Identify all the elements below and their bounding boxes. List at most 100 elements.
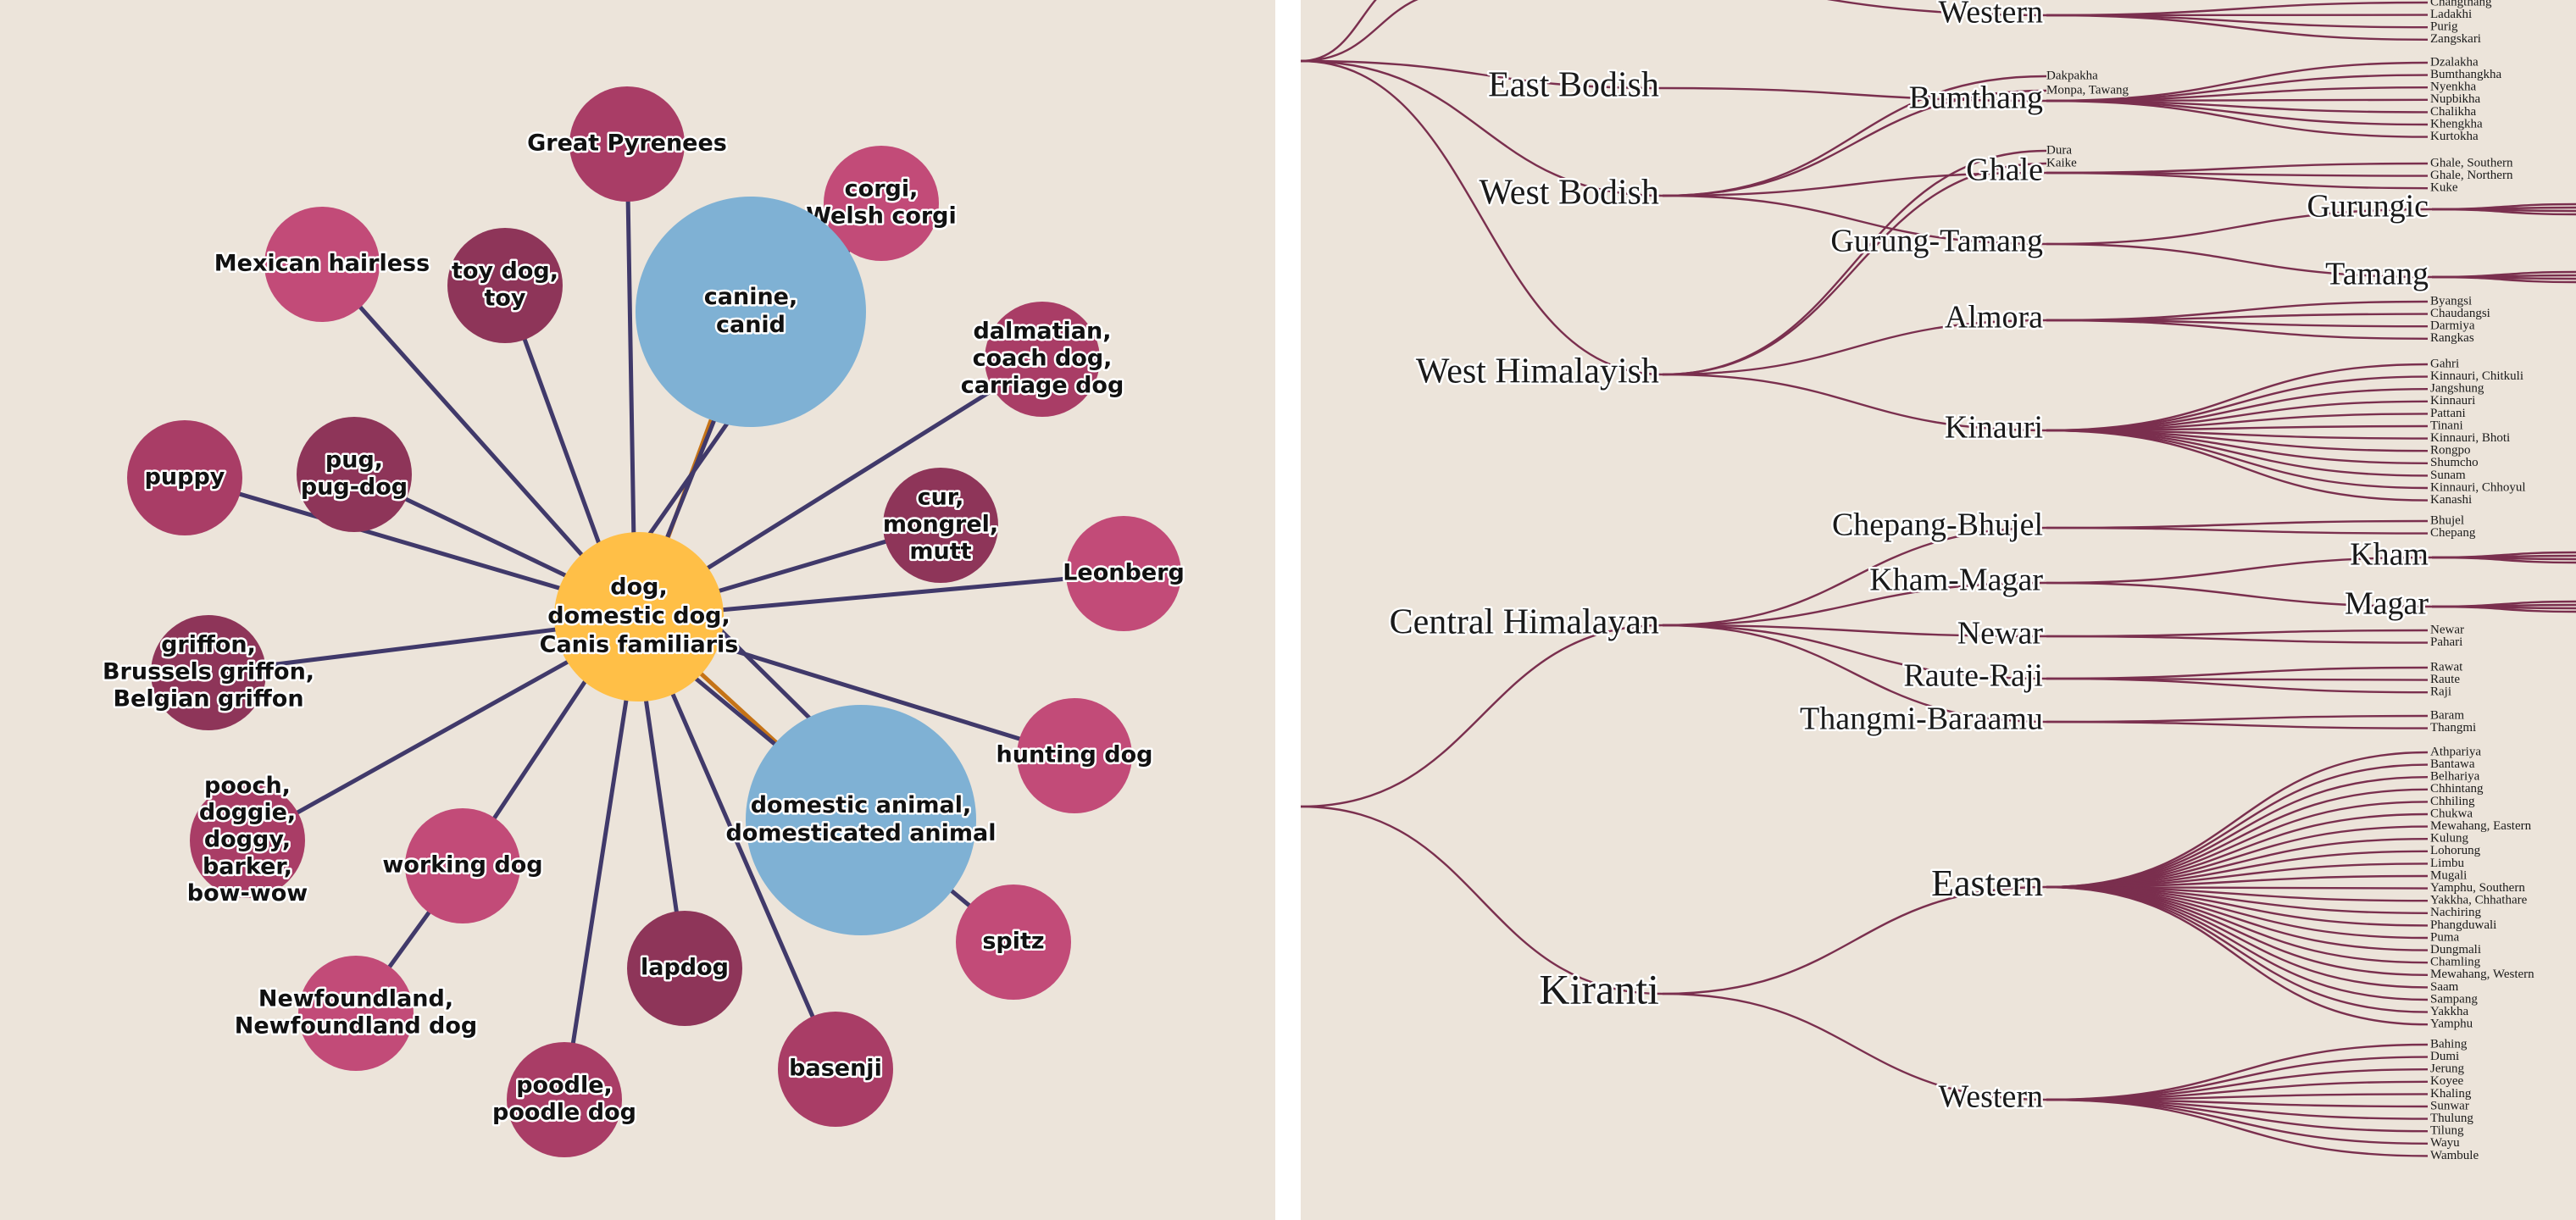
- tree-leaf-kinnauri-chitkuli[interactable]: Kinnauri, Chitkuli: [2429, 369, 2525, 385]
- tree-leaf-chaudangsi[interactable]: Chaudangsi: [2429, 306, 2492, 322]
- tree-node-newar[interactable]: Newar: [1955, 613, 2046, 653]
- hyponym-node-corgi-welsh-corgi[interactable]: corgi,Welsh corgi: [804, 146, 958, 261]
- tree-leaf-jangshung[interactable]: Jangshung: [2429, 380, 2486, 396]
- hyponym-node-great-pyrenees[interactable]: Great Pyrenees: [525, 86, 729, 202]
- tree-leaf-ladakhi[interactable]: Ladakhi: [2429, 7, 2473, 23]
- tree-leaf-ghale-southern[interactable]: Ghale, Southern: [2429, 155, 2515, 171]
- tree-leaf-purig[interactable]: Purig: [2429, 19, 2460, 35]
- tree-leaf-thangmi[interactable]: Thangmi: [2429, 720, 2478, 736]
- tree-leaf-raji[interactable]: Raji: [2429, 684, 2453, 700]
- hyponym-node-dalmatian-coach-dog-carriage-dog[interactable]: dalmatian,coach dog,carriage dog: [958, 302, 1126, 417]
- tree-leaf-changthang[interactable]: Changthang: [2429, 0, 2494, 10]
- tree-leaf-thulung[interactable]: Thulung: [2429, 1111, 2475, 1127]
- tree-leaf-dumi[interactable]: Dumi: [2429, 1049, 2461, 1065]
- tree-node-western[interactable]: Western: [1936, 0, 2046, 32]
- tree-leaf-pattani[interactable]: Pattani: [2429, 405, 2468, 421]
- tree-leaf-gahri[interactable]: Gahri: [2429, 356, 2461, 372]
- tree-leaf-kinnauri-bhoti[interactable]: Kinnauri, Bhoti: [2429, 430, 2512, 446]
- hyponym-node-spitz[interactable]: spitz: [956, 884, 1071, 1000]
- tree-node-east-bodish[interactable]: East Bodish: [1486, 64, 1662, 107]
- tree-node-magar[interactable]: Magar: [2342, 584, 2431, 624]
- tree-leaf-chhiling[interactable]: Chhiling: [2429, 793, 2477, 809]
- tree-leaf-kanashi[interactable]: Kanashi: [2429, 492, 2473, 508]
- tree-node-thangmi-baraamu[interactable]: Thangmi-Baraamu: [1797, 699, 2045, 739]
- tree-leaf-wayu[interactable]: Wayu: [2429, 1135, 2462, 1151]
- hyponym-node-pug-pug-dog[interactable]: pug,pug-dog: [297, 417, 412, 532]
- hyponym-node-cur-mongrel-mutt-circle[interactable]: [883, 468, 998, 583]
- tree-leaf-dzalakha[interactable]: Dzalakha: [2429, 54, 2480, 70]
- hyponym-node-mexican-hairless-circle[interactable]: [264, 207, 380, 322]
- tree-leaf-wambule[interactable]: Wambule: [2429, 1147, 2480, 1163]
- tree-leaf-kuke[interactable]: Kuke: [2429, 180, 2460, 196]
- tree-leaf-shumcho[interactable]: Shumcho: [2429, 455, 2480, 471]
- tree-leaf-kurtokha[interactable]: Kurtokha: [2429, 129, 2480, 145]
- hyponym-node-poodle-poodle-dog-circle[interactable]: [507, 1042, 622, 1157]
- hyponym-node-mexican-hairless[interactable]: Mexican hairless: [212, 207, 432, 322]
- center-node-dog[interactable]: dog,domestic dog,Canis familiaris: [537, 532, 741, 702]
- hyponym-node-basenji[interactable]: basenji: [778, 1012, 893, 1127]
- tree-leaf-koyee[interactable]: Koyee: [2429, 1073, 2465, 1090]
- tree-leaf-kaike[interactable]: Kaike: [2046, 155, 2079, 171]
- tree-leaf-mewahang-western[interactable]: Mewahang, Western: [2429, 967, 2536, 983]
- hyponym-node-working-dog-circle[interactable]: [405, 808, 520, 923]
- tree-node-kiranti[interactable]: Kiranti: [1537, 963, 1662, 1015]
- tree-leaf-chepang[interactable]: Chepang: [2429, 525, 2478, 541]
- hyponym-node-puppy-circle[interactable]: [127, 420, 242, 535]
- tree-leaf-nachiring[interactable]: Nachiring: [2429, 905, 2483, 921]
- tree-node-kham-magar[interactable]: Kham-Magar: [1868, 560, 2046, 600]
- tree-node-ghale[interactable]: Ghale: [1964, 150, 2046, 190]
- tree-leaf-mewahang-eastern[interactable]: Mewahang, Eastern: [2429, 818, 2534, 835]
- tree-leaf-bahing[interactable]: Bahing: [2429, 1036, 2469, 1052]
- tree-leaf-ghale-northern[interactable]: Ghale, Northern: [2429, 168, 2515, 184]
- hyponym-node-pug-pug-dog-circle[interactable]: [297, 417, 412, 532]
- hyponym-node-newfoundland-newfoundland-dog[interactable]: Newfoundland,Newfoundland dog: [232, 956, 480, 1071]
- tree-leaf-kinnauri-chhoyul[interactable]: Kinnauri, Chhoyul: [2429, 480, 2528, 496]
- hypernym-node-canine-canid[interactable]: canine,canid: [636, 197, 866, 427]
- tree-leaf-belhariya[interactable]: Belhariya: [2429, 768, 2482, 785]
- hyponym-node-hunting-dog[interactable]: hunting dog: [994, 698, 1155, 813]
- tree-leaf-zangskari[interactable]: Zangskari: [2429, 31, 2483, 47]
- hyponym-node-great-pyrenees-circle[interactable]: [569, 86, 685, 202]
- hyponym-node-working-dog[interactable]: working dog: [380, 808, 545, 923]
- tree-leaf-rangkas[interactable]: Rangkas: [2429, 330, 2476, 347]
- tree-node-west-bodish[interactable]: West Bodish: [1477, 171, 1661, 214]
- tree-node-gurung-tamang[interactable]: Gurung-Tamang: [1829, 221, 2046, 261]
- tree-leaf-chukwa[interactable]: Chukwa: [2429, 806, 2474, 822]
- tree-leaf-raute[interactable]: Raute: [2429, 672, 2462, 688]
- tree-leaf-kulung[interactable]: Kulung: [2429, 830, 2471, 846]
- hyponym-node-toy-dog-toy[interactable]: toy dog,toy: [447, 228, 563, 343]
- tree-leaf-chhintang[interactable]: Chhintang: [2429, 781, 2485, 797]
- tree-node-bumthang[interactable]: Bumthang: [1907, 78, 2045, 118]
- tree-node-chepang-bhujel[interactable]: Chepang-Bhujel: [1829, 505, 2045, 545]
- tree-node-almora[interactable]: Almora: [1942, 297, 2045, 337]
- tree-node-central-himalayan[interactable]: Central Himalayan: [1387, 601, 1661, 644]
- tree-leaf-monpa-tawang[interactable]: Monpa, Tawang: [2046, 82, 2130, 98]
- tree-leaf-sunam[interactable]: Sunam: [2429, 467, 2468, 483]
- tree-leaf-yamphu-southern[interactable]: Yamphu, Southern: [2429, 880, 2527, 896]
- hyponym-node-cur-mongrel-mutt[interactable]: cur,mongrel,mutt: [880, 468, 1001, 583]
- tree-node-tamang[interactable]: Tamang: [2323, 254, 2431, 294]
- hypernym-node-canine-canid-circle[interactable]: [636, 197, 866, 427]
- tree-leaf-dakpakha[interactable]: Dakpakha: [2046, 68, 2100, 84]
- tree-leaf-chalikha[interactable]: Chalikha: [2429, 103, 2478, 119]
- hyponym-node-spitz-circle[interactable]: [956, 884, 1071, 1000]
- hypernym-node-domestic-animal-domesticated-animal-circle[interactable]: [746, 705, 976, 935]
- tree-leaf-lohorung[interactable]: Lohorung: [2429, 843, 2483, 859]
- hyponym-node-basenji-circle[interactable]: [778, 1012, 893, 1127]
- tree-leaf-bhujel[interactable]: Bhujel: [2429, 513, 2466, 529]
- tree-leaf-dungmali[interactable]: Dungmali: [2429, 942, 2483, 958]
- center-node-dog-circle[interactable]: [554, 532, 724, 702]
- hyponym-node-hunting-dog-circle[interactable]: [1017, 698, 1132, 813]
- hyponym-node-griffon-brussels-griffon-belgian-griffon-circle[interactable]: [151, 615, 266, 730]
- tree-leaf-newar[interactable]: Newar: [2429, 622, 2466, 638]
- hyponym-node-puppy[interactable]: puppy: [127, 420, 242, 535]
- tree-leaf-yamphu[interactable]: Yamphu: [2429, 1016, 2475, 1032]
- hyponym-node-poodle-poodle-dog[interactable]: poodle,poodle dog: [491, 1042, 638, 1157]
- hyponym-node-pooch-doggie-doggy-barker-bow-wow[interactable]: pooch,doggie,doggy,barker,bow-wow: [185, 770, 309, 908]
- tree-leaf-tinani[interactable]: Tinani: [2429, 418, 2465, 434]
- tree-leaf-tilung[interactable]: Tilung: [2429, 1123, 2466, 1139]
- tree-leaf-rongpo[interactable]: Rongpo: [2429, 442, 2473, 458]
- hyponym-node-griffon-brussels-griffon-belgian-griffon[interactable]: griffon,Brussels griffon,Belgian griffon: [100, 615, 317, 730]
- tree-leaf-nyenkha[interactable]: Nyenkha: [2429, 79, 2478, 95]
